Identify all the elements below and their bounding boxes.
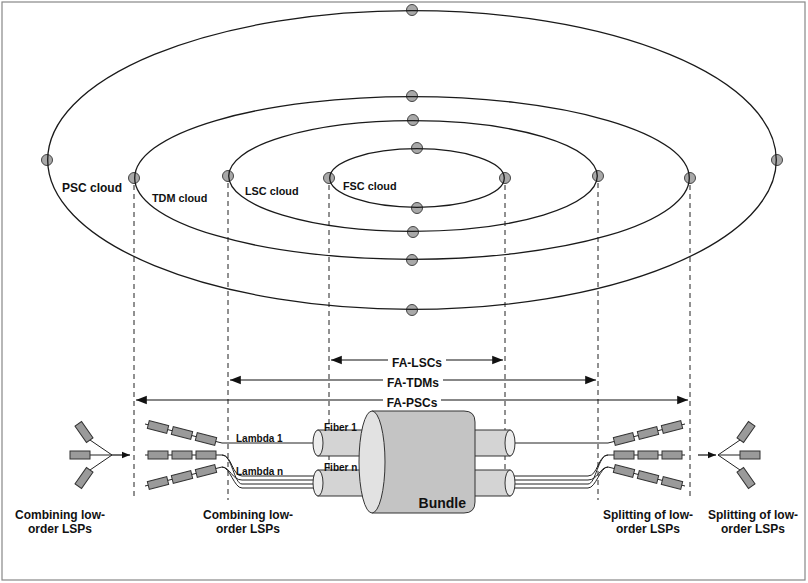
wavelength-label: Lambda 1	[236, 433, 283, 445]
cloud-ellipse	[229, 121, 598, 232]
node-label: FSC cloud	[343, 179, 397, 193]
label-anchor: Lambda n	[236, 461, 283, 479]
wavelength-label: Lambda n	[236, 466, 283, 478]
lsp-group	[70, 422, 112, 489]
wavelength-lines	[512, 443, 608, 488]
label-anchor: Fiber n	[324, 457, 357, 475]
label-anchor: Fiber 1	[324, 417, 357, 435]
cloud-outline	[329, 148, 505, 208]
lsp-group	[718, 422, 760, 489]
label-anchor: FA-PSCs	[342, 393, 482, 411]
lsp-group	[608, 421, 685, 490]
step-label: Splitting of low-order LSPs	[704, 508, 802, 536]
bundle-face	[359, 411, 385, 513]
node-label: Bundle	[419, 496, 466, 510]
node-label: TDM cloud	[152, 191, 207, 205]
fiber-label: Fiber n	[324, 462, 357, 474]
label-anchor: FA-LSCs	[347, 353, 487, 371]
fiber-label: Fiber 1	[324, 422, 357, 434]
label-anchor: Splitting of low-order LSPs	[600, 508, 696, 537]
fsc-cloud: FSC cloud	[329, 148, 505, 208]
split-arrow	[698, 454, 716, 455]
node-label: LSC cloud	[245, 184, 299, 198]
cloud-ellipse	[48, 11, 777, 310]
tdm-cloud: FSC cloud LSC cloudTDM cloud	[134, 96, 690, 260]
cloud-ellipse	[135, 97, 690, 260]
node-label: PSC cloud	[62, 181, 122, 195]
label-anchor: Splitting of low-order LSPs	[704, 508, 802, 537]
cloud-outline	[47, 10, 777, 310]
label-anchor: Combining low-order LSPs	[10, 508, 110, 537]
step-label: Splitting of low-order LSPs	[600, 508, 696, 536]
step-label: Combining low-order LSPs	[198, 508, 298, 536]
span-label: FA-LSCs	[388, 356, 446, 370]
lsp-group	[145, 421, 222, 490]
cloud-outline	[228, 120, 598, 232]
label-anchor: FA-TDMs	[343, 373, 483, 391]
wavelength-lines	[222, 443, 318, 488]
span-label: FA-PSCs	[383, 396, 442, 410]
step-label: Combining low-order LSPs	[10, 508, 110, 536]
label-anchor: Lambda 1	[236, 428, 283, 446]
cloud-ellipse	[330, 149, 505, 208]
span-label: FA-TDMs	[383, 376, 443, 390]
lsc-cloud: FSC cloud LSC cloud	[228, 120, 598, 232]
node-dots	[42, 5, 783, 316]
merge-arrow	[112, 454, 130, 455]
label-anchor: Combining low-order LSPs	[198, 508, 298, 537]
psc-cloud: FSC cloud LSC cloudTDM cloud PSC cloud	[47, 10, 777, 310]
fiber-bundle: Bundle	[358, 410, 476, 514]
bundle-body	[372, 411, 475, 513]
